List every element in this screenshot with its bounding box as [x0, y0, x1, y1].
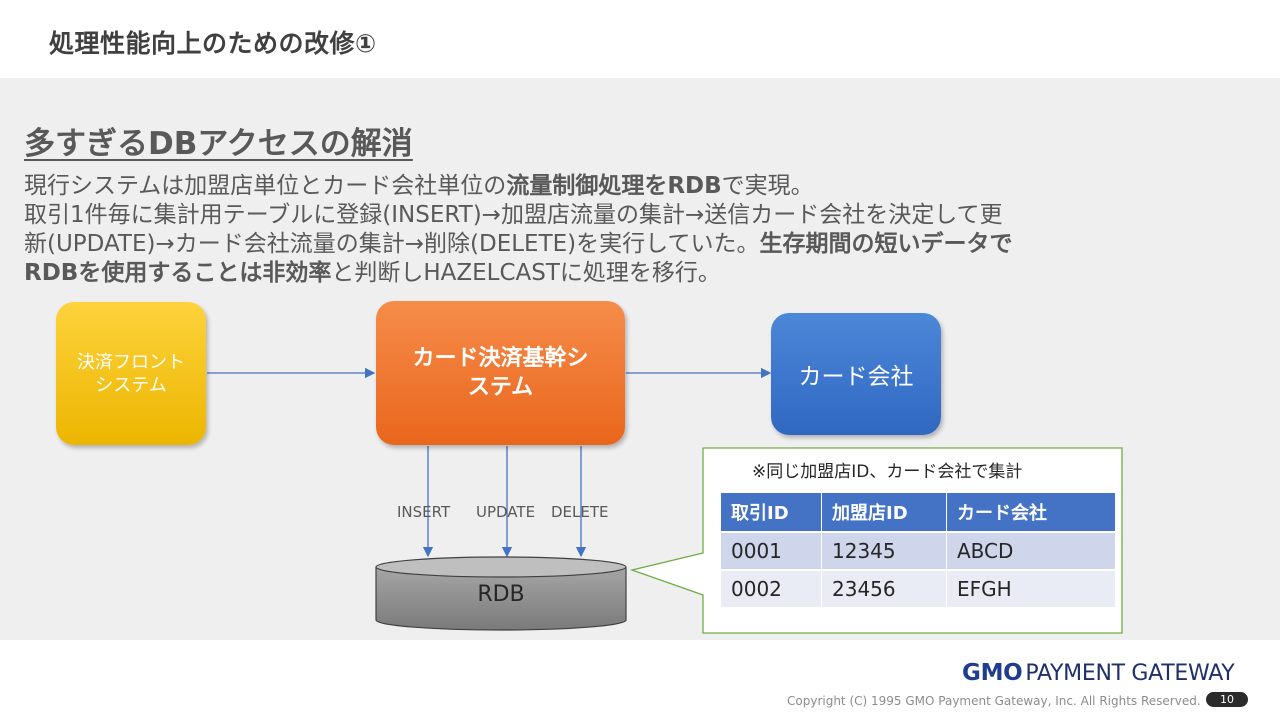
description-line-1: 現行システムは加盟店単位とカード会社単位の流量制御処理をRDBで実現。 [24, 173, 814, 199]
table-cell: 12345 [821, 531, 947, 570]
table-row: 0001 12345 ABCD [721, 531, 1116, 570]
database-label: RDB [477, 582, 525, 607]
card-company-label: カード会社 [798, 364, 914, 390]
table-cell: EFGH [946, 569, 1116, 607]
description-line-2: 取引1件毎に集計用テーブルに登録(INSERT)→加盟店流量の集計→送信カード会… [24, 202, 1003, 228]
table-cell: 0001 [721, 531, 822, 570]
slide-header: 処理性能向上のための改修① [0, 0, 1280, 78]
database-cylinder [375, 556, 627, 631]
description-line-4: RDBを使用することは非効率と判断しHAZELCASTに処理を移行。 [24, 260, 721, 286]
core-system-label-1: カード決済基幹シ [412, 346, 589, 371]
insert-label: INSERT [397, 503, 451, 521]
core-system-label-2: ステム [467, 375, 534, 400]
section-title: 多すぎるDBアクセスの解消 [24, 126, 413, 162]
front-system-box: 決済フロント システム [56, 302, 206, 445]
front-system-label-2: システム [95, 374, 167, 396]
table-cell: 23456 [821, 569, 947, 607]
card-company-box: カード会社 [771, 313, 941, 435]
column-header: 取引ID [721, 493, 822, 532]
description: 現行システムは加盟店単位とカード会社単位の流量制御処理をRDBで実現。 取引1件… [24, 172, 1224, 288]
table-cell: ABCD [946, 531, 1116, 570]
description-line-3: 新(UPDATE)→カード会社流量の集計→削除(DELETE)を実行していた。生… [24, 231, 1013, 257]
core-system-box: カード決済基幹シ ステム [376, 301, 625, 445]
column-header: カード会社 [946, 493, 1116, 532]
copyright-text: Copyright (C) 1995 GMO Payment Gateway, … [787, 694, 1201, 708]
table-cell: 0002 [721, 569, 822, 607]
front-system-label-1: 決済フロント [77, 351, 185, 373]
delete-label: DELETE [551, 503, 609, 521]
logo-gmo: GMO [962, 660, 1023, 686]
slide-title: 処理性能向上のための改修① [49, 29, 377, 58]
column-header: 加盟店ID [821, 493, 947, 532]
table-header-row: 取引ID 加盟店ID カード会社 [721, 493, 1116, 532]
page-number: 10 [1206, 692, 1248, 707]
logo-payment-gateway: PAYMENT GATEWAY [1025, 661, 1235, 686]
aggregation-table: 取引ID 加盟店ID カード会社 0001 12345 ABCD 0002 23… [721, 493, 1116, 607]
callout-note: ※同じ加盟店ID、カード会社で集計 [752, 462, 1023, 482]
table-row: 0002 23456 EFGH [721, 569, 1116, 607]
update-label: UPDATE [476, 503, 536, 521]
